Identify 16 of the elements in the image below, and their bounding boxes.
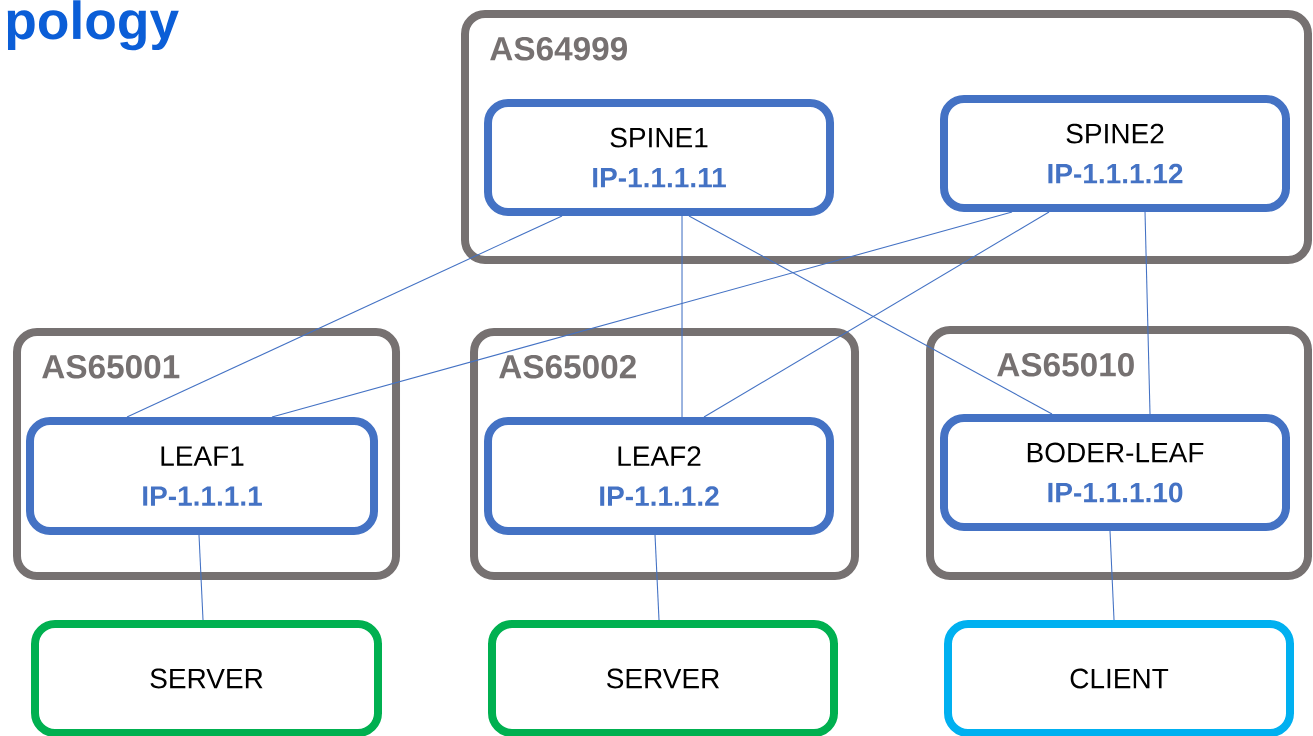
link-line (1109, 530, 1115, 621)
link-line (271, 211, 1013, 418)
switch-box: SPINE1 IP-1.1.1.11 (484, 99, 834, 216)
switch-box: LEAF1 IP-1.1.1.1 (26, 417, 378, 535)
title: pology (7, 0, 179, 51)
switch-box: LEAF2 IP-1.1.1.2 (484, 417, 834, 535)
link-line (126, 215, 563, 418)
link-line (1144, 211, 1151, 415)
link-line (681, 215, 683, 418)
server-box: SERVER (488, 620, 838, 736)
switch-box: SPINE2 IP-1.1.1.12 (940, 95, 1290, 212)
link-line (654, 534, 660, 621)
server-box: SERVER (31, 620, 382, 736)
client-box: CLIENT (944, 620, 1294, 736)
link-line (198, 534, 204, 621)
switch-box: BODER-LEAF IP-1.1.1.10 (940, 414, 1290, 531)
